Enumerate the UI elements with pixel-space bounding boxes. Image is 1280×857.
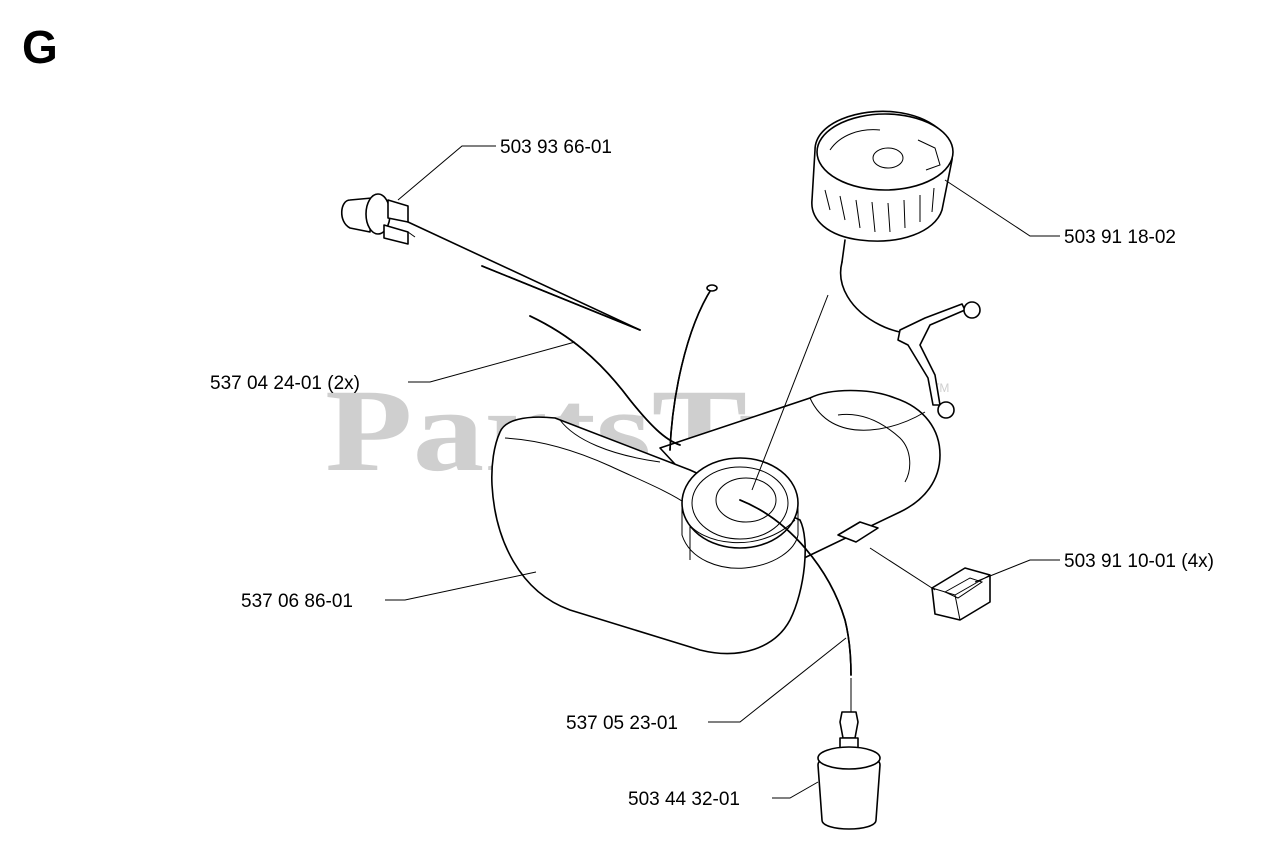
fuel-line[interactable] xyxy=(739,499,852,712)
callout-primer-bulb: 503 93 66-01 xyxy=(500,137,612,158)
leader-lines xyxy=(385,145,1060,799)
fuel-cap[interactable] xyxy=(811,110,981,419)
vibration-damper[interactable] xyxy=(931,567,991,621)
section-letter: G xyxy=(22,21,58,73)
callout-fuel-hose: 537 04 24-01 (2x) xyxy=(210,373,360,394)
callout-fuel-cap: 503 91 18-02 xyxy=(1064,227,1176,248)
callout-fuel-filter: 503 44 32-01 xyxy=(628,789,740,810)
callout-vibration-damper: 503 91 10-01 (4x) xyxy=(1064,551,1214,572)
callout-fuel-line: 537 05 23-01 xyxy=(566,713,678,734)
fuel-tank[interactable] xyxy=(491,389,941,655)
fuel-hose[interactable] xyxy=(407,221,718,451)
primer-bulb[interactable] xyxy=(340,193,416,245)
fuel-filter[interactable] xyxy=(817,711,881,830)
callout-fuel-tank: 537 06 86-01 xyxy=(241,591,353,612)
